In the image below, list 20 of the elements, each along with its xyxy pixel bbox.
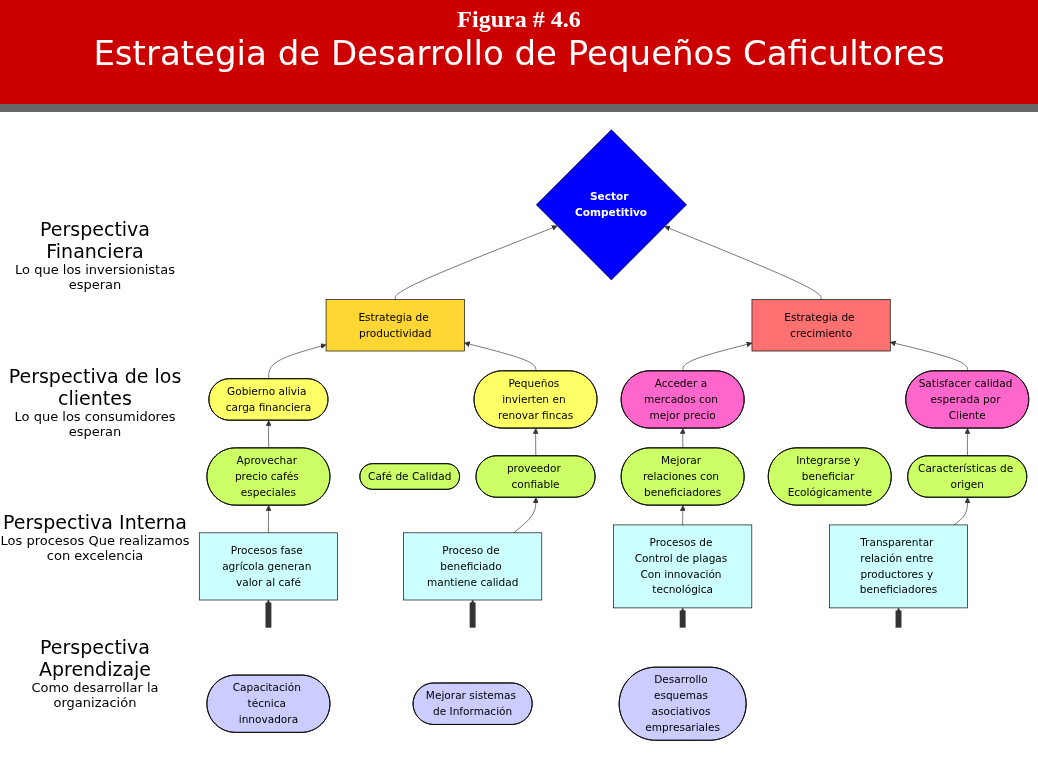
arrow bbox=[469, 599, 476, 629]
perspective-note: Lo que los consumidores esperan bbox=[13, 408, 177, 439]
node-box: Procesos fase agrícola generan valor al café bbox=[198, 531, 338, 600]
node-diamond: Sector Competitivo bbox=[536, 128, 687, 280]
perspective-note: Los procesos Que realizamos con excelencia bbox=[0, 533, 190, 564]
arrow bbox=[679, 607, 686, 629]
perspective-note: Lo que los inversionistas esperan bbox=[14, 261, 176, 292]
perspective-heading: Perspectiva Interna bbox=[3, 511, 187, 534]
perspective-note: Como desarrollar la organización bbox=[30, 680, 160, 711]
node-box: Estrategia de crecimiento bbox=[751, 298, 891, 351]
node-box: Estrategia de productividad bbox=[325, 298, 465, 351]
perspective-heading: Perspectiva Financiera bbox=[39, 217, 151, 262]
node-box: Procesos de Control de plagas Con innovación tecnológica bbox=[613, 524, 753, 608]
node-box: Transparentar relación entre productores y beneficiadores bbox=[829, 524, 968, 608]
arrow bbox=[265, 599, 272, 629]
perspective-heading: Perspectiva Aprendizaje bbox=[37, 636, 153, 681]
perspective-heading: Perspectiva de los clientes bbox=[7, 364, 183, 409]
title: Estrategia de Desarrollo de Pequeños Caficultores bbox=[93, 33, 945, 73]
figure-number: Figura # 4.6 bbox=[457, 6, 581, 33]
node-box: Proceso de beneficiado mantiene calidad bbox=[403, 531, 543, 600]
